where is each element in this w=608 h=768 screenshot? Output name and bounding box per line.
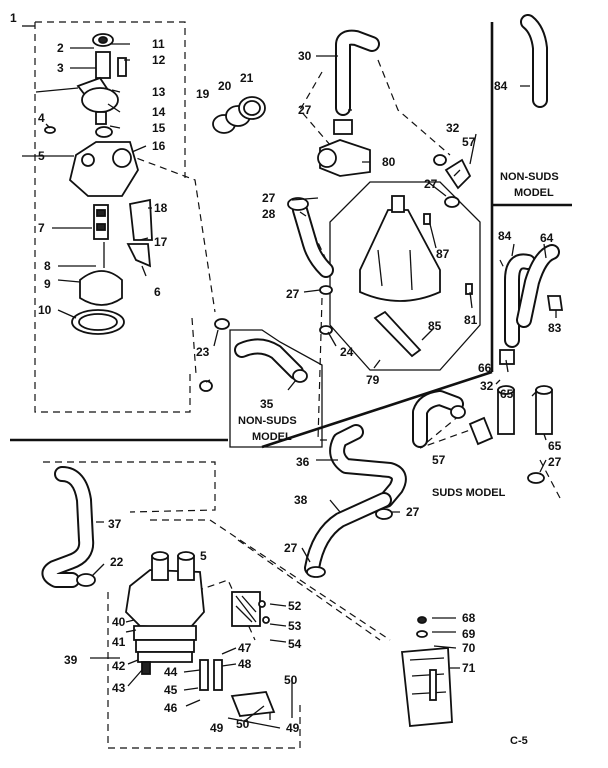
callout-50a: 50 bbox=[236, 717, 250, 731]
callout-8: 8 bbox=[44, 259, 51, 273]
callout-6: 6 bbox=[154, 285, 161, 299]
callout-35: 35 bbox=[260, 397, 274, 411]
callout-64: 64 bbox=[540, 231, 554, 245]
callout-28: 28 bbox=[262, 207, 276, 221]
drain-hose bbox=[41, 466, 96, 588]
callout-1: 1 bbox=[10, 11, 17, 25]
callout-48: 48 bbox=[238, 657, 252, 671]
callout-5b: 5 bbox=[200, 549, 207, 563]
callout-79: 79 bbox=[366, 373, 380, 387]
callout-17: 17 bbox=[154, 235, 168, 249]
callout-45: 45 bbox=[164, 683, 178, 697]
callout-71: 71 bbox=[462, 661, 476, 675]
callout-42: 42 bbox=[112, 659, 126, 673]
callout-18: 18 bbox=[154, 201, 168, 215]
page-code: C-5 bbox=[510, 735, 528, 747]
caption-nonsuds-top-1: NON-SUDS bbox=[500, 171, 559, 183]
callout-19: 19 bbox=[196, 87, 210, 101]
callout-21: 21 bbox=[240, 71, 254, 85]
callout-81: 81 bbox=[464, 313, 478, 327]
callout-30: 30 bbox=[298, 49, 312, 63]
pump bbox=[125, 551, 281, 729]
callout-52: 52 bbox=[288, 599, 302, 613]
callout-46: 46 bbox=[164, 701, 178, 715]
callout-15: 15 bbox=[152, 121, 166, 135]
callout-27b: 27 bbox=[262, 191, 276, 205]
callout-36: 36 bbox=[296, 455, 310, 469]
callout-43: 43 bbox=[112, 681, 126, 695]
callout-5a: 5 bbox=[38, 149, 45, 163]
callout-40: 40 bbox=[112, 615, 126, 629]
valve-assembly bbox=[35, 33, 153, 335]
callout-22: 22 bbox=[110, 555, 124, 569]
callout-32b: 32 bbox=[480, 379, 494, 393]
callout-23: 23 bbox=[196, 345, 210, 359]
callout-12: 12 bbox=[152, 53, 166, 67]
callout-50b: 50 bbox=[284, 673, 298, 687]
captions: NON-SUDS MODEL NON-SUDS MODEL SUDS MODEL… bbox=[238, 171, 559, 747]
callout-37: 37 bbox=[108, 517, 122, 531]
callout-labels: 1 2 3 4 5 6 7 8 9 10 11 12 13 14 15 16 1… bbox=[10, 11, 562, 735]
callout-49b: 49 bbox=[286, 721, 300, 735]
callout-11: 11 bbox=[152, 37, 165, 51]
callout-85: 85 bbox=[428, 319, 442, 333]
callout-68: 68 bbox=[462, 611, 476, 625]
callout-41: 41 bbox=[112, 635, 126, 649]
callout-14: 14 bbox=[152, 105, 166, 119]
callout-47: 47 bbox=[238, 641, 252, 655]
callout-87: 87 bbox=[436, 247, 450, 261]
callout-80: 80 bbox=[382, 155, 396, 169]
callout-84b: 84 bbox=[498, 229, 512, 243]
callout-20: 20 bbox=[218, 79, 232, 93]
callout-84a: 84 bbox=[494, 79, 508, 93]
callout-32a: 32 bbox=[446, 121, 460, 135]
callout-16: 16 bbox=[152, 139, 166, 153]
callout-13: 13 bbox=[152, 85, 166, 99]
callout-3: 3 bbox=[57, 61, 64, 75]
callout-66: 66 bbox=[478, 361, 492, 375]
callout-53: 53 bbox=[288, 619, 302, 633]
right-hoses bbox=[199, 244, 564, 578]
callout-27f: 27 bbox=[406, 505, 420, 519]
bracket bbox=[401, 616, 453, 727]
hoses bbox=[212, 14, 548, 278]
tub-assembly bbox=[359, 195, 473, 358]
callout-70: 70 bbox=[462, 641, 476, 655]
callout-38: 38 bbox=[294, 493, 308, 507]
callout-57b: 57 bbox=[432, 453, 446, 467]
callout-83: 83 bbox=[548, 321, 562, 335]
callout-44: 44 bbox=[164, 665, 178, 679]
callout-27e: 27 bbox=[548, 455, 562, 469]
callout-69: 69 bbox=[462, 627, 476, 641]
callout-24: 24 bbox=[340, 345, 354, 359]
callout-49a: 49 bbox=[210, 721, 224, 735]
callout-54: 54 bbox=[288, 637, 302, 651]
caption-nonsuds-mid-1: NON-SUDS bbox=[238, 415, 297, 427]
leader-lines bbox=[22, 25, 557, 721]
callout-27a: 27 bbox=[298, 103, 312, 117]
callout-7: 7 bbox=[38, 221, 45, 235]
callout-57a: 57 bbox=[462, 135, 476, 149]
callout-39: 39 bbox=[64, 653, 78, 667]
callout-65a: 65 bbox=[500, 387, 514, 401]
caption-suds-model: SUDS MODEL bbox=[432, 487, 506, 499]
callout-2: 2 bbox=[57, 41, 64, 55]
callout-27d: 27 bbox=[424, 177, 438, 191]
caption-nonsuds-mid-2: MODEL bbox=[252, 431, 292, 443]
callout-27c: 27 bbox=[286, 287, 300, 301]
callout-10: 10 bbox=[38, 303, 52, 317]
callout-9: 9 bbox=[44, 277, 51, 291]
callout-4: 4 bbox=[38, 111, 45, 125]
callout-65b: 65 bbox=[548, 439, 562, 453]
caption-nonsuds-top-2: MODEL bbox=[514, 187, 554, 199]
callout-27g: 27 bbox=[284, 541, 298, 555]
